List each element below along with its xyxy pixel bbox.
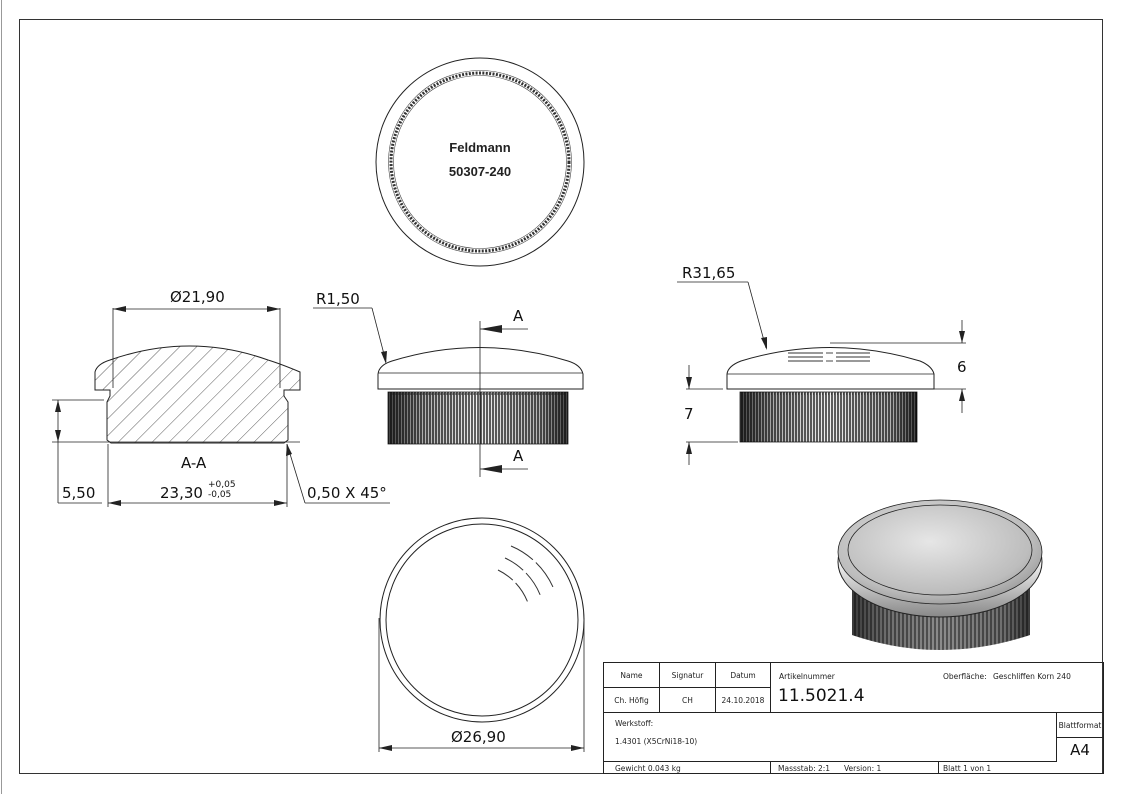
sheet-number: Blatt 1 von 1: [938, 762, 1104, 774]
surface-label: Oberfläche:: [943, 671, 987, 681]
dim-outer-diameter: Ø26,90: [451, 728, 506, 746]
scale: Massstab: 2:1: [778, 763, 831, 773]
side-view: [677, 281, 966, 465]
dim-head-diameter: Ø21,90: [170, 288, 225, 306]
dim-height: 5,50: [62, 484, 96, 502]
surface-value: Geschliffen Korn 240: [993, 671, 1071, 681]
article-label: Artikelnummer: [779, 671, 835, 681]
drawing-frame: [19, 19, 1103, 774]
section-label: A-A: [181, 454, 207, 472]
section-view: [52, 306, 390, 507]
section-marker-top: A: [513, 307, 524, 325]
section-marker-bottom: A: [513, 447, 524, 465]
tolerance-minus: -0,05: [208, 490, 232, 500]
dim-chamfer: 0,50 X 45°: [307, 484, 387, 502]
dim-thread-height: 7: [684, 405, 694, 423]
weight: Gewicht 0.043 kg: [604, 762, 771, 774]
dim-dome-radius: R31,65: [682, 264, 736, 282]
header-date: Datum: [716, 663, 771, 688]
front-view: [313, 307, 584, 477]
isometric-view: [837, 499, 1043, 650]
top-view: [375, 57, 585, 267]
version: Version: 1: [844, 763, 882, 773]
tolerance-plus: +0,05: [208, 480, 236, 490]
drawn-by-signature: CH: [660, 688, 716, 713]
title-block: Name Signatur Datum Ch. Höfig CH 24.10.2…: [603, 662, 1104, 774]
drawn-by-date: 24.10.2018: [716, 688, 771, 713]
format-value: A4: [1070, 741, 1090, 759]
engraving-article: 50307-240: [448, 164, 512, 179]
bottom-view: [378, 517, 585, 752]
drawn-by-name: Ch. Höfig: [604, 688, 660, 713]
article-block: [771, 663, 1104, 713]
header-signature: Signatur: [660, 663, 716, 688]
header-name: Name: [604, 663, 660, 688]
dim-edge-radius: R1,50: [316, 290, 360, 308]
dim-head-height: 6: [957, 358, 967, 376]
sheet-edge: [1, 0, 2, 794]
article-number: 11.5021.4: [778, 686, 865, 706]
material-label: Werkstoff:: [615, 718, 654, 728]
dim-body-diameter: 23,30: [160, 484, 203, 502]
engraving-brand: Feldmann: [449, 140, 511, 155]
material-value: 1.4301 (X5CrNi18-10): [615, 736, 698, 746]
material-block: [604, 713, 1057, 762]
format-label: Blattformat: [1057, 713, 1103, 738]
